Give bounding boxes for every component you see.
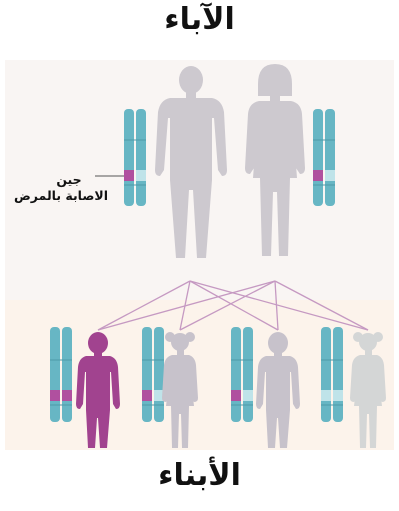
disease-gene-band (124, 170, 134, 181)
gene-label-description: الاصابة بالمرض (0, 187, 122, 204)
normal-gene-band (333, 390, 343, 401)
normal-gene-band (325, 170, 335, 181)
normal-gene-band (136, 170, 146, 181)
disease-gene-band (62, 390, 72, 401)
disease-gene-band (231, 390, 241, 401)
children-title: الأبناء (0, 458, 399, 493)
chromosome (313, 109, 323, 206)
normal-gene-band (243, 390, 253, 401)
parents-title: الآباء (0, 2, 399, 37)
disease-gene-band (50, 390, 60, 401)
gene-label-word: جين (14, 171, 124, 188)
disease-gene-band (313, 170, 323, 181)
disease-gene-band (142, 390, 152, 401)
chromosome (124, 109, 134, 206)
chromosome (325, 109, 335, 206)
normal-gene-band (321, 390, 331, 401)
chromosome (136, 109, 146, 206)
